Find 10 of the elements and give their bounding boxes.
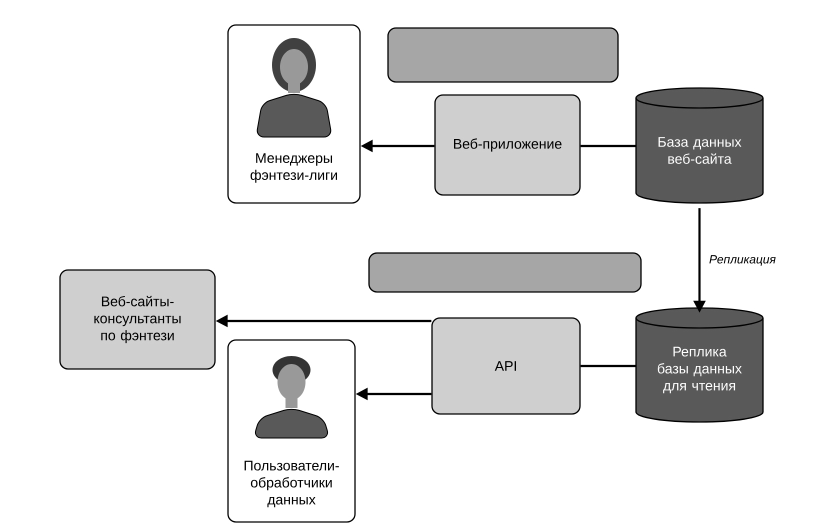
person-card: Менеджеры фэнтези-лиги (227, 24, 361, 204)
process-box: API (431, 317, 581, 415)
edge-label: Репликация (709, 255, 776, 266)
domain-box (387, 27, 619, 83)
database-cylinder: База данных веб-сайта (635, 87, 764, 204)
domain-box (368, 252, 642, 293)
database-cylinder: Реплика базы данных для чтения (635, 307, 764, 423)
process-box: Веб-сайты-консультанты по фэнтези (59, 269, 216, 370)
person-card: Пользователи-обработчики данных (227, 339, 356, 523)
process-box: Веб-приложение (434, 94, 581, 196)
